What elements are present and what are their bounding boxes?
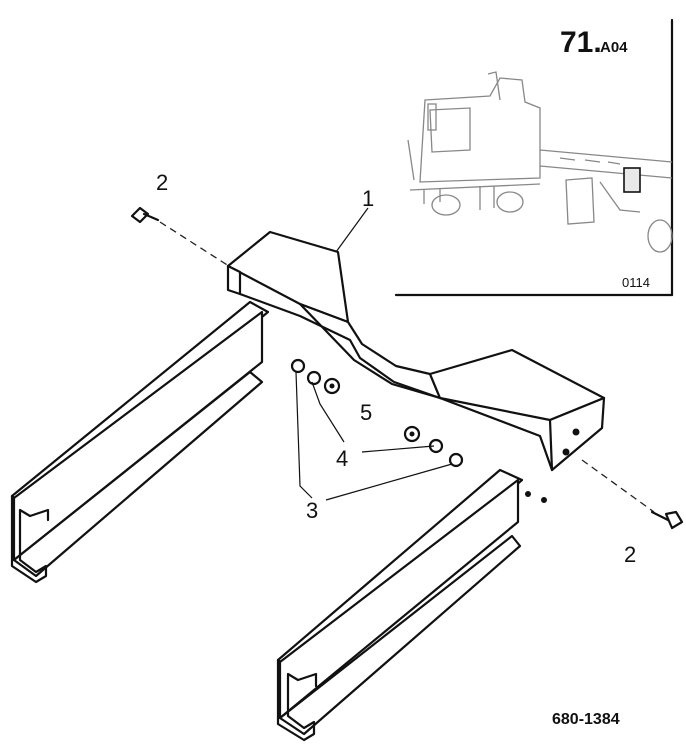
bolt-right: [581, 459, 684, 530]
crossmember-bracket: [226, 230, 606, 503]
bolt-left: [130, 206, 233, 269]
bolt-head-icon: [664, 510, 684, 530]
page-number-suffix: A04: [600, 39, 628, 56]
bolt-hole-icon: [525, 491, 531, 497]
washer-icon: [290, 358, 306, 374]
bolt-hole-icon: [541, 497, 547, 503]
lock-washer-icon: [306, 370, 322, 386]
inset-code: 0114: [622, 275, 650, 290]
bolt-hole-icon: [562, 448, 570, 456]
leader-lines: [295, 207, 453, 501]
page-number-main: 71.: [560, 26, 602, 59]
washer-icon: [448, 452, 464, 468]
callout-nut: 5: [360, 400, 372, 425]
truck-sketch: [407, 71, 673, 253]
right-frame-rail: [276, 468, 524, 742]
inset-highlighted-bracket: [623, 167, 641, 193]
callout-bolt-left: 2: [156, 170, 168, 195]
inset-view: 71. A04 0114: [394, 18, 674, 297]
callout-bolt-right: 2: [624, 542, 636, 567]
drawing-number: 680-1384: [552, 711, 620, 728]
bolt-head-icon: [130, 206, 150, 224]
callout-bracket: 1: [362, 186, 374, 211]
callout-washer: 3: [306, 498, 318, 523]
left-frame-rail: [10, 300, 270, 584]
bolt-hole-icon: [572, 428, 580, 436]
callout-lock-washer: 4: [336, 446, 348, 471]
fastener-set: [290, 358, 464, 468]
